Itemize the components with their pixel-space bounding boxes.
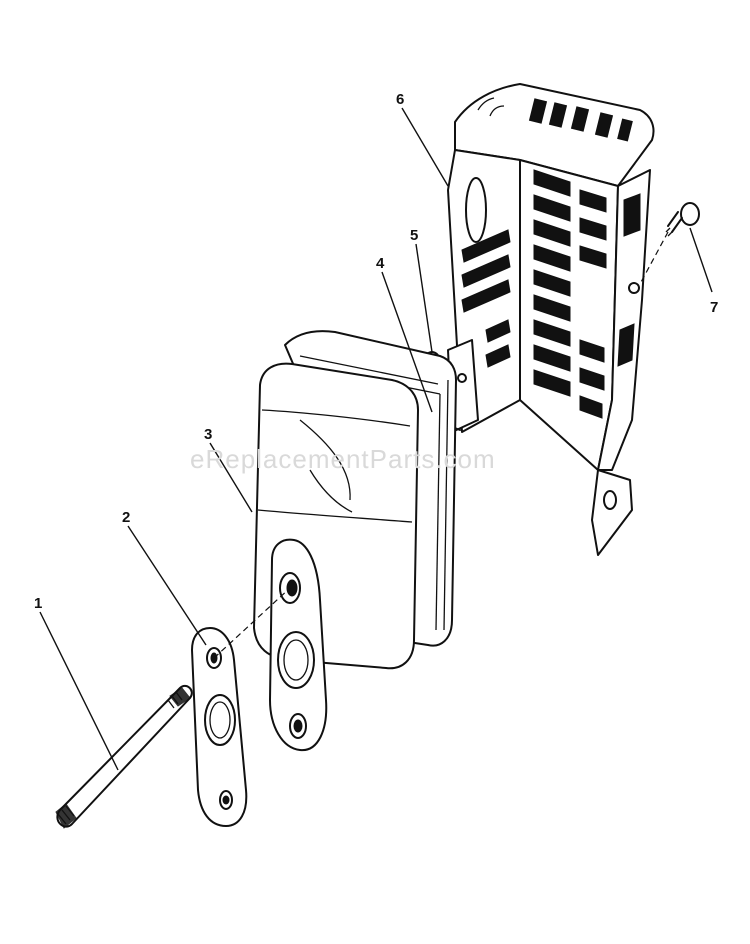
- leader-1: [39, 611, 119, 771]
- leader-5: [415, 243, 433, 353]
- leader-6: [401, 107, 449, 187]
- callout-5: 5: [410, 227, 418, 244]
- stud-part-1: [55, 684, 193, 829]
- callout-4: 4: [376, 255, 385, 272]
- leader-2: [127, 525, 207, 646]
- gasket-part-2: [191, 587, 291, 827]
- muffler-part-3: [253, 330, 457, 752]
- callout-1: 1: [34, 595, 42, 612]
- callout-3: 3: [204, 426, 212, 443]
- leader-3: [209, 442, 253, 513]
- leader-7: [689, 227, 713, 293]
- callout-6: 6: [396, 91, 404, 108]
- watermark-text: eReplacementParts.com: [190, 444, 496, 474]
- leader-lines: [39, 107, 713, 771]
- callout-7: 7: [710, 299, 718, 316]
- callout-2: 2: [122, 509, 130, 526]
- screw-part-7: [639, 202, 700, 285]
- heat-shield-part-6: [447, 83, 655, 556]
- leader-4: [381, 271, 433, 413]
